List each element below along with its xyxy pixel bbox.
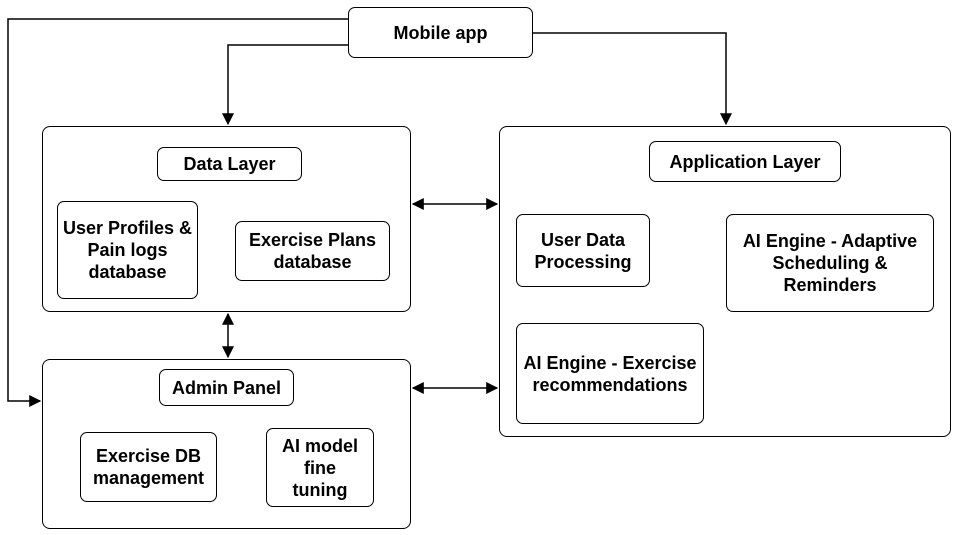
user-profiles-node: User Profiles & Pain logs database	[57, 201, 198, 299]
edge-mobile-to-admin	[7, 18, 348, 407]
user-data-processing-node: User Data Processing	[516, 214, 650, 287]
ai-model-node: AI model fine tuning	[266, 428, 374, 507]
application-layer-title: Application Layer	[649, 141, 841, 182]
ai-scheduling-node: AI Engine - Adaptive Scheduling & Remind…	[726, 214, 934, 312]
edge-mobile-to-application	[533, 32, 732, 126]
exercise-db-node: Exercise DB management	[80, 432, 217, 502]
admin-panel-title: Admin Panel	[159, 369, 294, 406]
ai-recommendations-node: AI Engine - Exercise recommendations	[516, 323, 704, 424]
data-layer-title: Data Layer	[157, 147, 302, 181]
edge-mobile-to-data	[222, 44, 348, 126]
mobile-app-node: Mobile app	[348, 7, 533, 58]
exercise-plans-node: Exercise Plans database	[235, 221, 390, 281]
